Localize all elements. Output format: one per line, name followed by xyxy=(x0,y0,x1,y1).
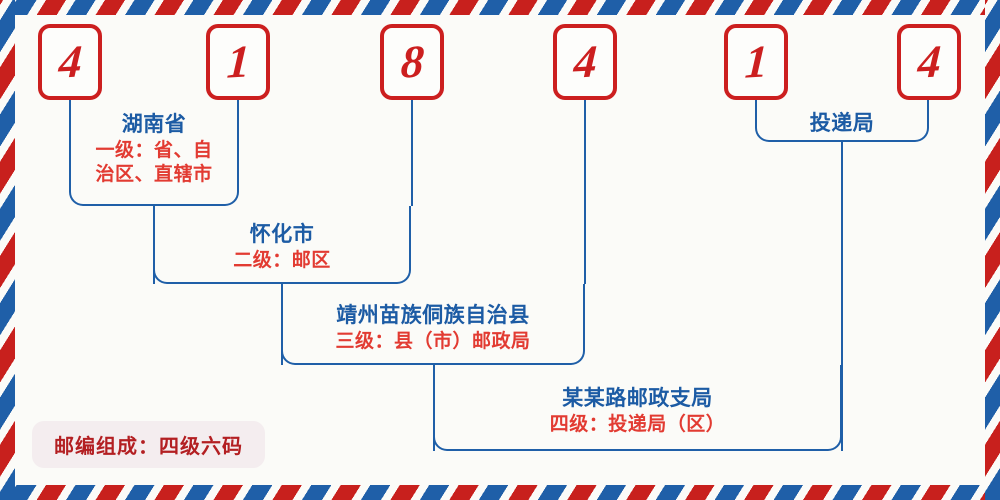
level-1-title: 湖南省 xyxy=(121,112,187,136)
postal-digit-box-2[interactable]: 1 xyxy=(206,24,270,100)
label-group-level-1: 湖南省 一级：省、自 治区、直辖市 xyxy=(69,112,239,186)
label-group-level-2: 怀化市 二级：邮区 xyxy=(153,222,411,272)
postal-digit-box-1[interactable]: 4 xyxy=(38,24,102,100)
delivery-office-label: 投递局 xyxy=(809,111,875,135)
bracket-level-4 xyxy=(433,365,842,451)
postal-digit-4: 4 xyxy=(572,35,598,88)
label-group-level-4: 某某路邮政支局 四级：投递局（区） xyxy=(433,386,842,436)
level-2-title: 怀化市 xyxy=(249,222,315,246)
stem-box-4 xyxy=(584,100,586,284)
bracket-level-3 xyxy=(281,284,585,365)
stem-delivery-office xyxy=(841,142,843,451)
stem-box-3 xyxy=(411,100,413,206)
bracket-level-1 xyxy=(69,100,239,206)
postal-digit-box-4[interactable]: 4 xyxy=(553,24,617,100)
airmail-border-bottom xyxy=(0,485,1000,500)
level-1-subtitle: 一级：省、自 治区、直辖市 xyxy=(69,138,239,187)
postal-digit-box-6[interactable]: 4 xyxy=(897,24,961,100)
level-2-subtitle: 二级：邮区 xyxy=(153,248,411,272)
bracket-delivery-office xyxy=(755,100,929,142)
postal-digit-3: 8 xyxy=(399,35,425,88)
level-4-subtitle: 四级：投递局（区） xyxy=(433,412,842,436)
level-4-title: 某某路邮政支局 xyxy=(562,386,713,410)
level-3-subtitle: 三级：县（市）邮政局 xyxy=(281,329,585,353)
airmail-border-left xyxy=(0,0,15,500)
footer-badge: 邮编组成：四级六码 xyxy=(32,421,265,468)
level-2-subtitle-line-1: 二级：邮区 xyxy=(233,248,331,271)
airmail-border-top xyxy=(0,0,1000,15)
postal-digit-1: 4 xyxy=(57,35,83,88)
level-1-subtitle-line-1: 一级：省、自 xyxy=(95,138,213,161)
level-1-subtitle-line-2: 治区、直辖市 xyxy=(95,162,213,185)
level-3-subtitle-line-1: 三级：县（市）邮政局 xyxy=(335,329,531,352)
level-3-title: 靖州苗族侗族自治县 xyxy=(336,303,530,327)
airmail-border-right xyxy=(985,0,1000,500)
postal-digit-5: 1 xyxy=(743,35,769,88)
label-group-level-3: 靖州苗族侗族自治县 三级：县（市）邮政局 xyxy=(281,303,585,353)
level-4-subtitle-line-1: 四级：投递局（区） xyxy=(549,412,726,435)
postal-digit-6: 4 xyxy=(916,35,942,88)
bracket-level-2 xyxy=(153,206,411,284)
postal-digit-2: 1 xyxy=(225,35,251,88)
postal-digit-box-3[interactable]: 8 xyxy=(380,24,444,100)
postal-digit-box-5[interactable]: 1 xyxy=(724,24,788,100)
